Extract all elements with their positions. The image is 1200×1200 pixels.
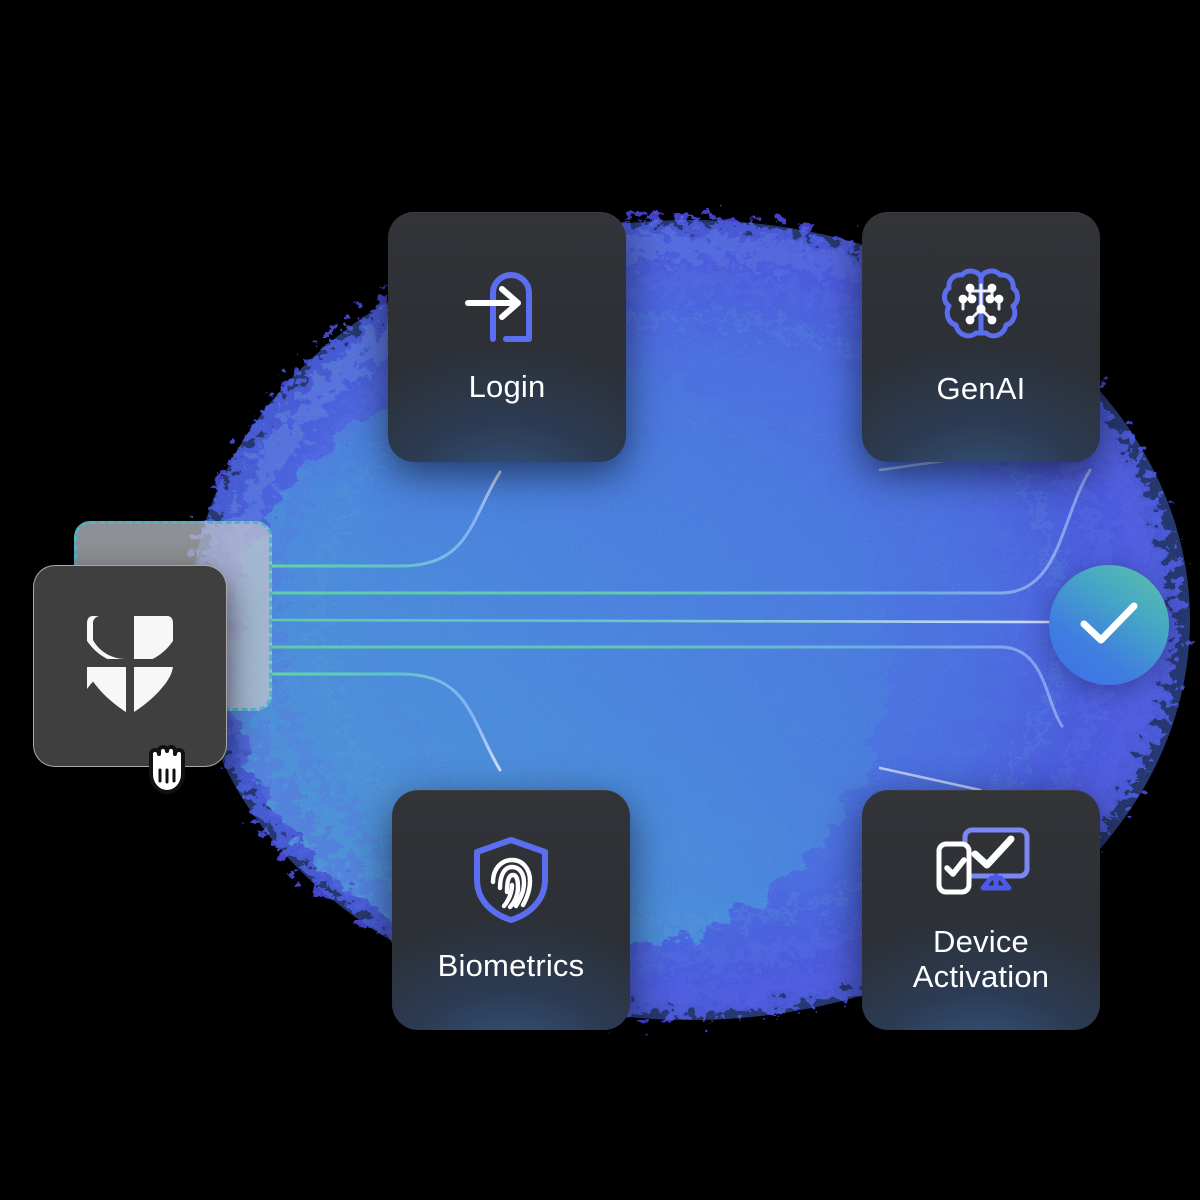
shield-fingerprint-icon <box>469 836 553 929</box>
success-check-badge <box>1049 565 1169 685</box>
shield-petals-logo-icon <box>81 610 179 722</box>
login-door-arrow-icon <box>460 265 554 350</box>
brain-circuit-icon <box>936 263 1026 352</box>
check-icon <box>1078 600 1140 651</box>
card-genai-label: GenAI <box>936 371 1026 407</box>
draggable-shield-tile[interactable] <box>33 565 227 767</box>
card-biometrics[interactable]: Biometrics <box>392 790 630 1030</box>
card-biometrics-label: Biometrics <box>437 948 585 984</box>
card-login[interactable]: Login <box>388 212 626 462</box>
card-login-label: Login <box>468 369 546 405</box>
grabbing-hand-cursor-icon <box>139 738 195 796</box>
card-device-activation[interactable]: Device Activation <box>862 790 1100 1030</box>
monitor-phone-check-icon <box>931 826 1031 905</box>
card-genai[interactable]: GenAI <box>862 212 1100 462</box>
card-device-label-line1: Device <box>933 923 1029 959</box>
card-device-activation-label: Device Activation <box>912 923 1050 994</box>
card-device-label-line2: Activation <box>912 958 1050 994</box>
